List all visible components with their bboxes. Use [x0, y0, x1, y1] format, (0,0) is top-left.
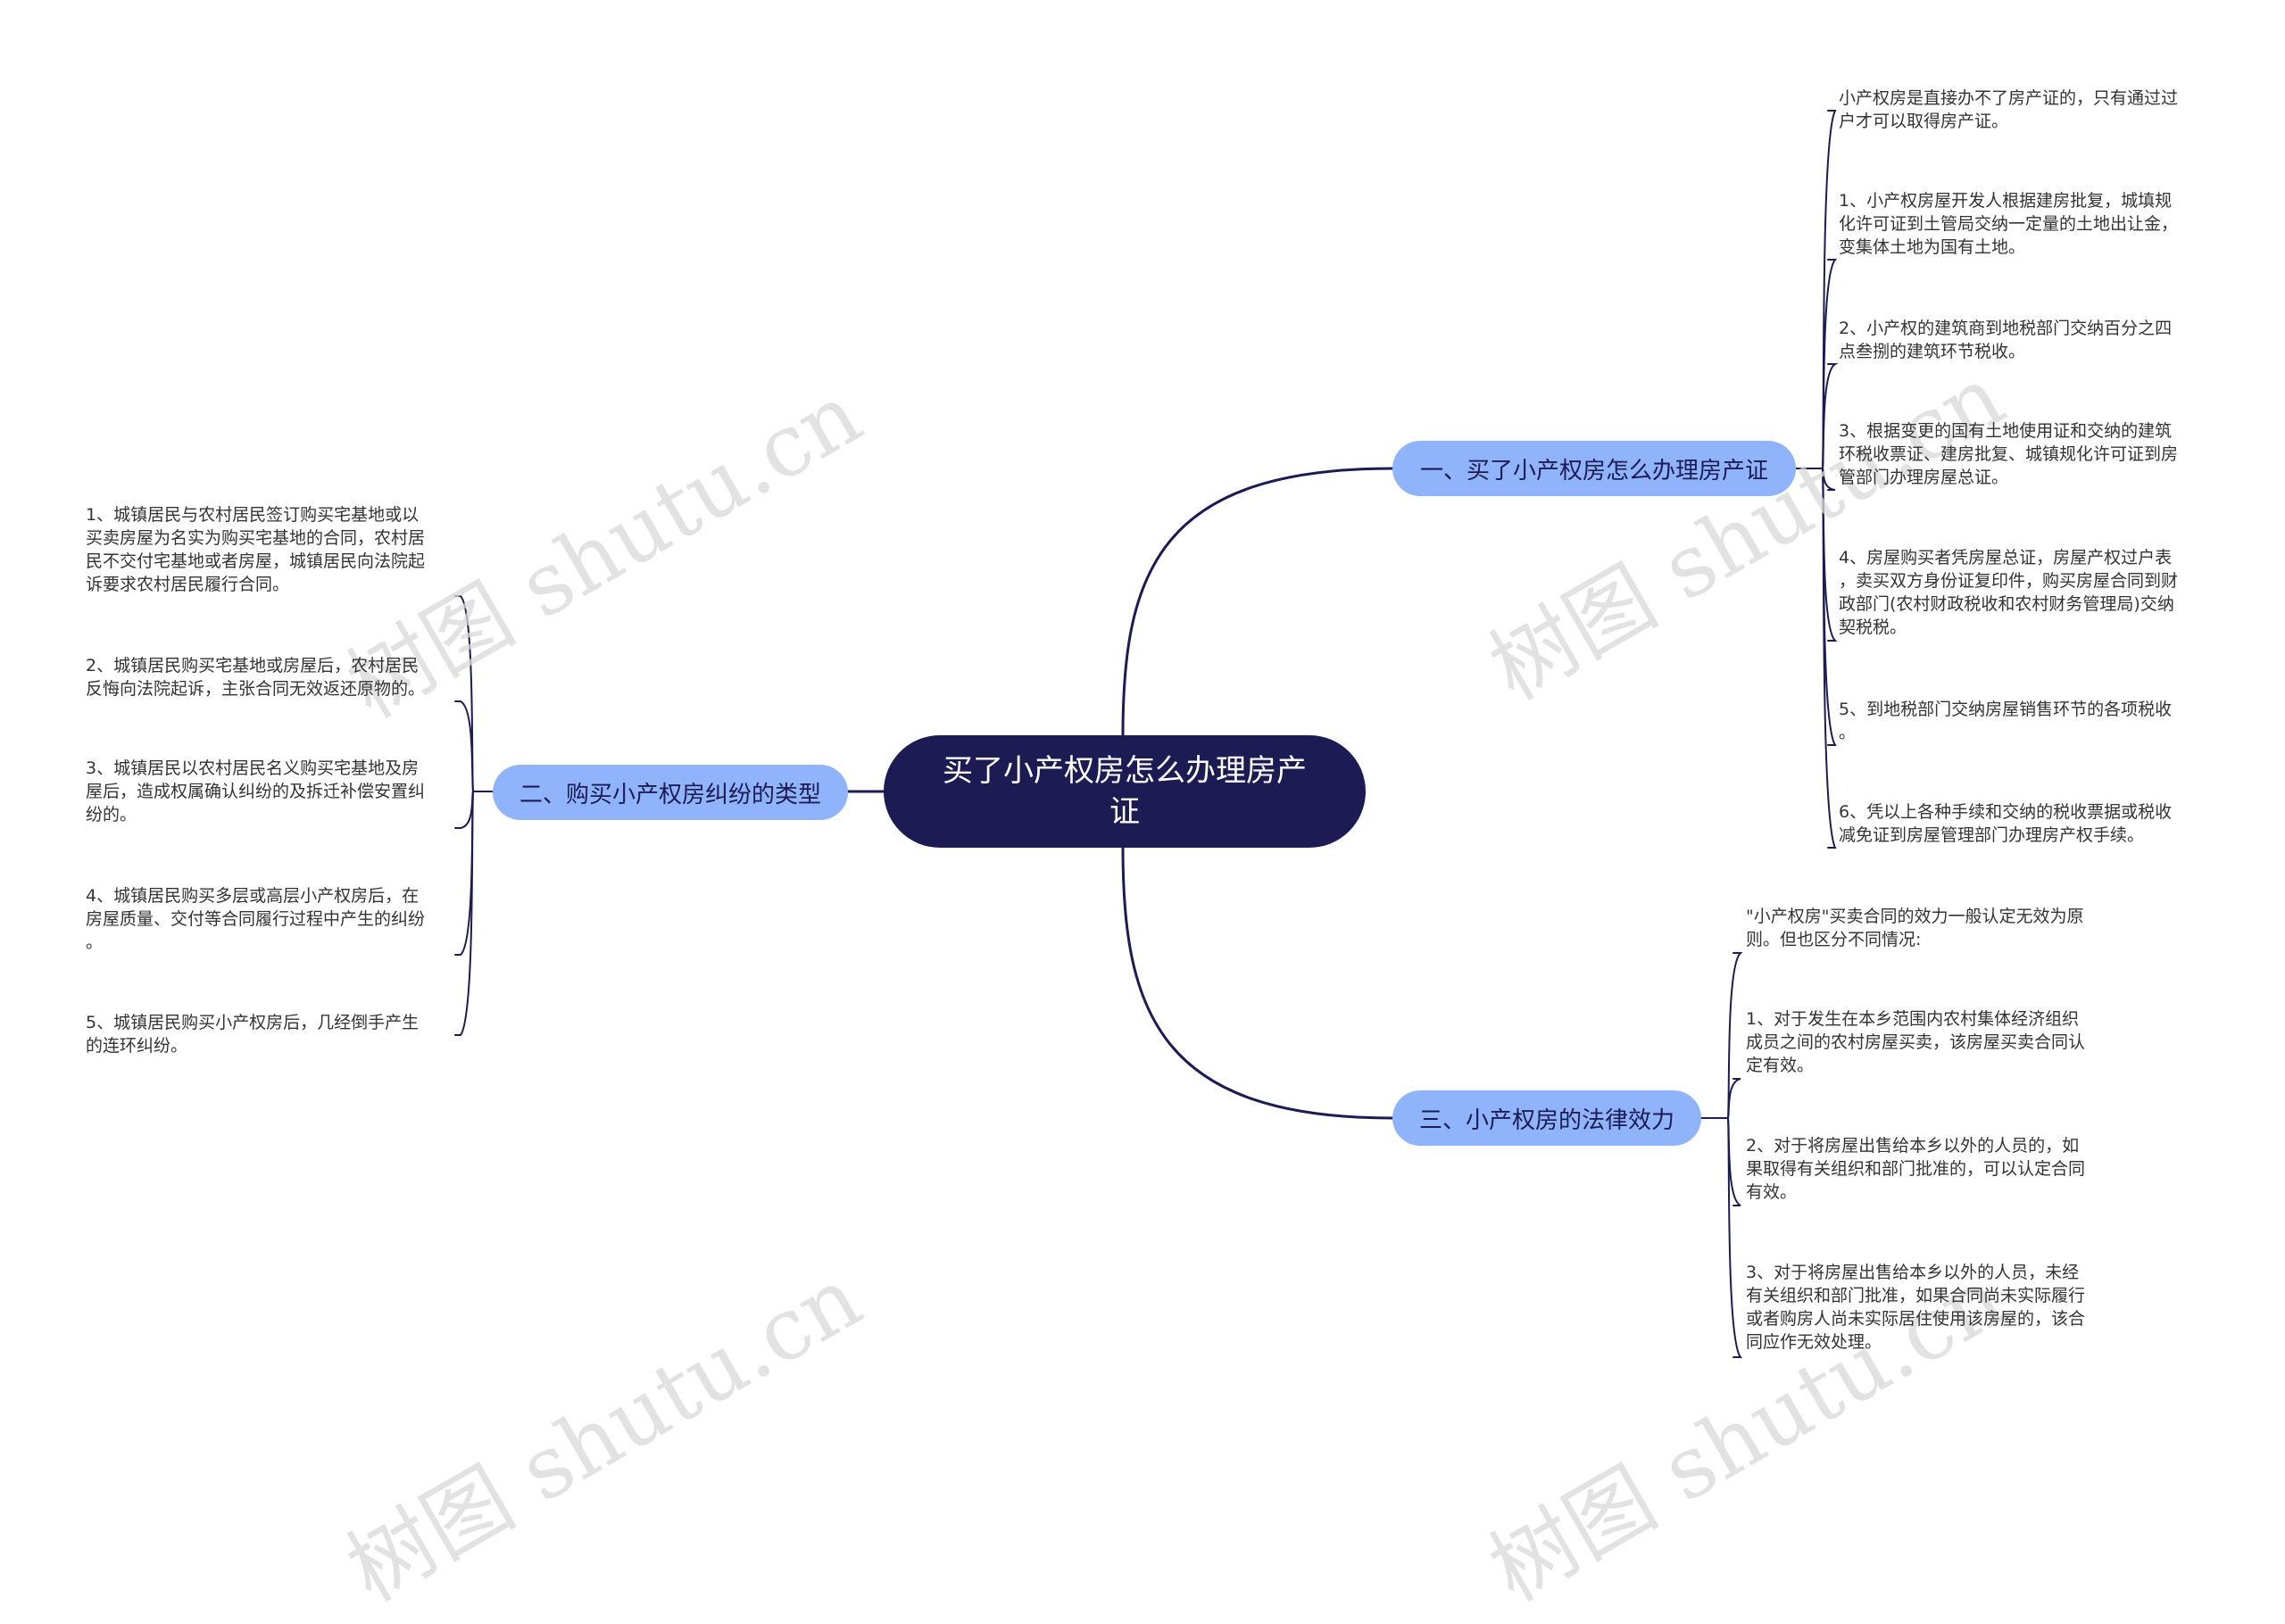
- branch-2-leaf-line-1: [454, 700, 474, 792]
- leaf-b2-4: 5、城镇居民购买小产权房后，几经倒手产生 的连环纠纷。: [86, 1013, 420, 1056]
- leaf-b1-2: 2、小产权的建筑商到地税部门交纳百分之四 点叁捌的建筑环节税收。: [1839, 319, 2173, 361]
- branch-legal-effect[interactable]: 三、小产权房的法律效力: [1392, 1090, 1701, 1146]
- leaf-b1-1: 1、小产权房屋开发人根据建房批复，城填规 化许可证到土管局交纳一定量的土地出让金…: [1839, 191, 2179, 257]
- branch-3-leaf-line-3: [1727, 1117, 1742, 1358]
- branch-3-leaf-line-1: [1727, 1078, 1741, 1119]
- branch-how-to-get-certificate[interactable]: 一、买了小产权房怎么办理房产证: [1392, 441, 1796, 496]
- leaf-b3-0: "小产权房"买卖合同的效力一般认定无效为原 则。但也区分不同情况:: [1746, 907, 2084, 949]
- branch-2-leaf-line-2: [454, 791, 474, 829]
- leaf-b3-2: 2、对于将房屋出售给本乡以外的人员的，如 果取得有关组织和部门批准的，可以认定合…: [1746, 1136, 2086, 1202]
- leaf-b1-4: 4、房屋购买者凭房屋总证，房屋产权过户表 ，卖买双方身份证复印件，购买房屋合同到…: [1839, 548, 2179, 637]
- branch-dispute-types[interactable]: 二、购买小产权房纠纷的类型: [493, 765, 848, 820]
- branch-3-leaf-line-2: [1727, 1117, 1741, 1206]
- leaf-b3-1: 1、对于发生在本乡范围内农村集体经济组织 成员之间的农村房屋买卖，该房屋买卖合同…: [1746, 1009, 2086, 1075]
- leaf-b2-0: 1、城镇居民与农村居民签订购买宅基地或以 买卖房屋为名实为购买宅基地的合同，农村…: [86, 505, 426, 594]
- branch-2-leaf-line-4: [454, 791, 474, 1036]
- leaf-b2-3: 4、城镇居民购买多层或高层小产权房后，在 房屋质量、交付等合同履行过程中产生的纠…: [86, 886, 426, 952]
- root-to-branch-3-line: [1121, 846, 1394, 1120]
- leaf-b2-1: 2、城镇居民购买宅基地或房屋后，农村居民 反悔向法院起诉，主张合同无效返还原物的…: [86, 656, 426, 699]
- leaf-b3-3: 3、对于将房屋出售给本乡以外的人员，未经 有关组织和部门批准，如果合同尚未实际履…: [1746, 1263, 2086, 1352]
- branch-1-leaf-line-6: [1822, 468, 1837, 849]
- leaf-b1-3: 3、根据变更的国有土地使用证和交纳的建筑 环税收票证、建房批复、城镇规化许可证到…: [1839, 421, 2179, 487]
- branch-1-leaf-line-2: [1822, 363, 1839, 469]
- branch-1-leaf-line-3: [1822, 468, 1836, 491]
- root-to-branch-1-line: [1121, 467, 1394, 737]
- leaf-b2-2: 3、城镇居民以农村居民名义购买宅基地及房 屋后，造成权属确认纠纷的及拆迁补偿安置…: [86, 758, 426, 824]
- leaf-b1-6: 6、凭以上各种手续和交纳的税收票据或税收 减免证到房屋管理部门办理房产权手续。: [1839, 802, 2173, 845]
- branch-2-leaf-line-0: [454, 595, 474, 792]
- leaf-b1-0: 小产权房是直接办不了房产证的，只有通过过 户才可以取得房产证。: [1839, 88, 2179, 131]
- leaf-b1-5: 5、到地税部门交纳房屋销售环节的各项税收 。: [1839, 700, 2173, 742]
- root-topic[interactable]: 买了小产权房怎么办理房产证: [884, 735, 1366, 848]
- connector-lines: [454, 110, 1839, 1358]
